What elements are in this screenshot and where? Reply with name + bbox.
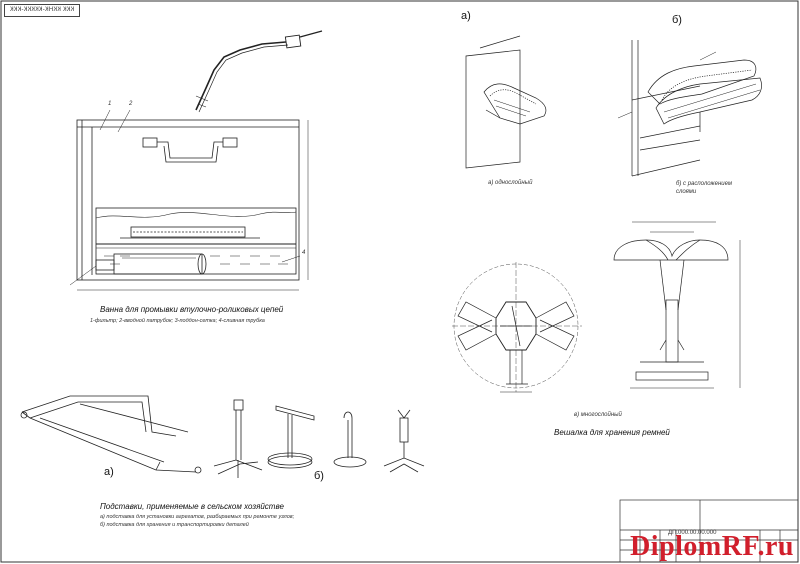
bath-callout-2: 2 — [129, 101, 133, 107]
hanger-plan-drawing — [452, 262, 582, 393]
stand-a-letter: а) — [104, 466, 114, 478]
stands-line1: а) подставка для установки агрегатов, ра… — [100, 514, 295, 520]
rack-a-drawing — [465, 35, 547, 169]
watermark-logo: DiplomRF.ru — [630, 531, 794, 562]
stand-b-drawing — [213, 399, 425, 478]
spray-nozzle — [195, 41, 287, 111]
hanger-front-drawing — [613, 221, 741, 389]
stand-a-drawing — [20, 395, 202, 474]
bath-drawing — [69, 30, 323, 291]
hanger-title: Вешалка для хранения ремней — [554, 428, 670, 437]
title-block — [619, 499, 799, 563]
rack-b-letter: б) — [672, 14, 682, 26]
bath-subtitle: 1-фильтр; 2-вводной патрубок; 3-поддон-с… — [90, 318, 265, 324]
rack-b-drawing — [617, 40, 762, 177]
title-block-code: ДП.000.00.00.000 — [668, 530, 717, 536]
bath-callout-4: 4 — [302, 250, 306, 256]
bath-callout-1: 1 — [108, 101, 112, 107]
hanger-subtitle: в) многослойный — [574, 412, 622, 418]
stands-title: Подставки, применяемые в сельском хозяйс… — [100, 502, 284, 511]
corner-stamp: ККК ККНК-ККККК-ККК — [4, 4, 80, 17]
rack-a-caption: а) однослойный — [488, 180, 533, 186]
rack-b-caption: б) с расположением слоями — [676, 181, 732, 195]
stands-line2: б) подставка для хранения и транспортиро… — [100, 522, 249, 528]
rack-a-letter: а) — [461, 10, 471, 22]
bath-title: Ванна для промывки втулочно-роликовых це… — [100, 305, 284, 314]
stand-b-letter: б) — [314, 470, 324, 482]
